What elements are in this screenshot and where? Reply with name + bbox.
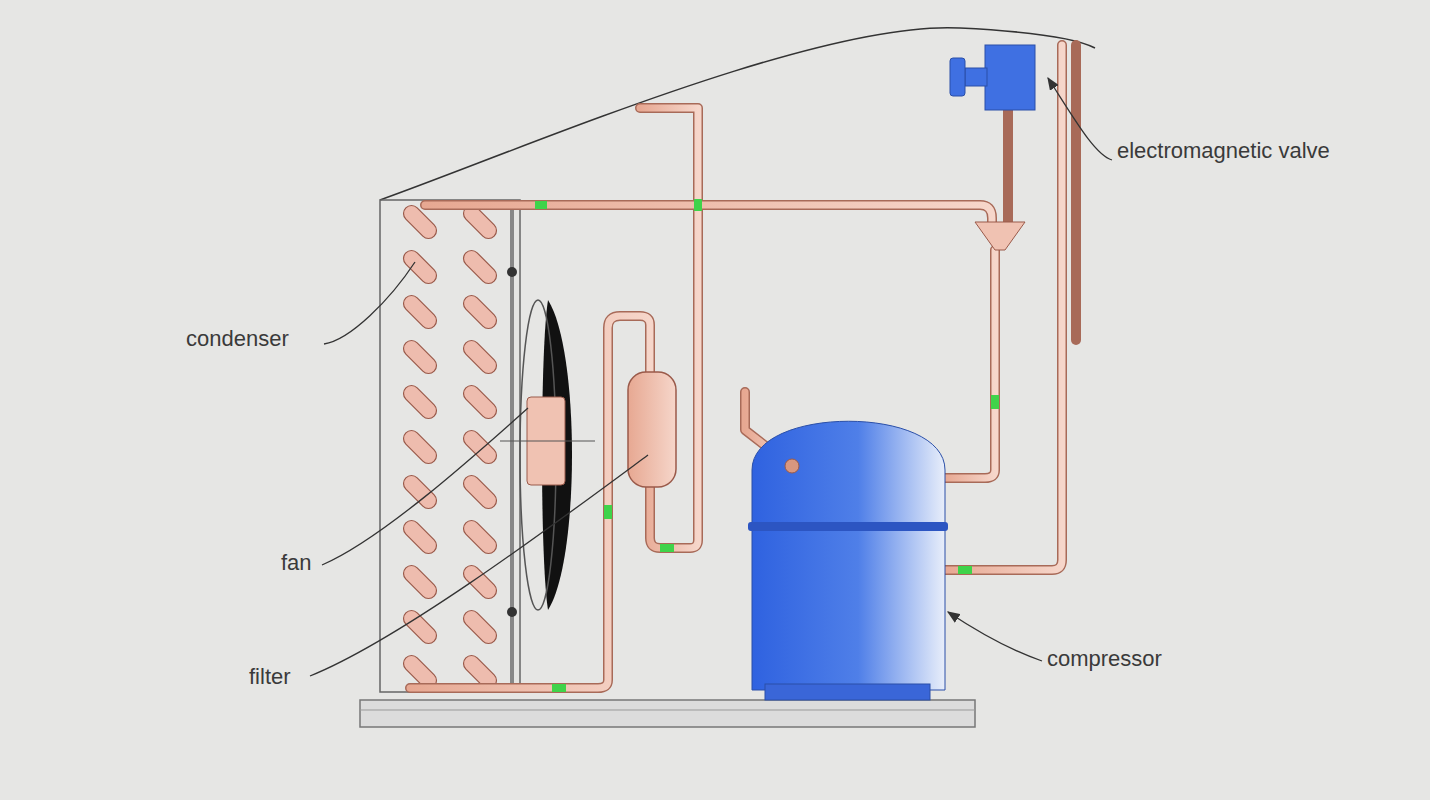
coil-turn xyxy=(400,292,440,332)
coil-turn xyxy=(460,562,500,602)
part-label: condenser xyxy=(186,326,289,352)
part-label: electromagnetic valve xyxy=(1117,138,1330,164)
part-label: filter xyxy=(249,664,291,690)
coil-turn xyxy=(400,382,440,422)
part-label: fan xyxy=(281,550,312,576)
coil-turn xyxy=(460,517,500,557)
coil-turn xyxy=(460,292,500,332)
coil-turn xyxy=(460,607,500,647)
coil-turn xyxy=(400,607,440,647)
coil-turn xyxy=(400,247,440,287)
coil-turn xyxy=(460,382,500,422)
part-label: compressor xyxy=(1047,646,1162,672)
coil-turn xyxy=(460,472,500,512)
coil-turn xyxy=(400,472,440,512)
coil-turn xyxy=(400,427,440,467)
coil-turn xyxy=(400,562,440,602)
coil-turn xyxy=(460,427,500,467)
coil-turn xyxy=(400,337,440,377)
coil-turn xyxy=(460,337,500,377)
coil-turn xyxy=(460,247,500,287)
coil-turn xyxy=(400,517,440,557)
